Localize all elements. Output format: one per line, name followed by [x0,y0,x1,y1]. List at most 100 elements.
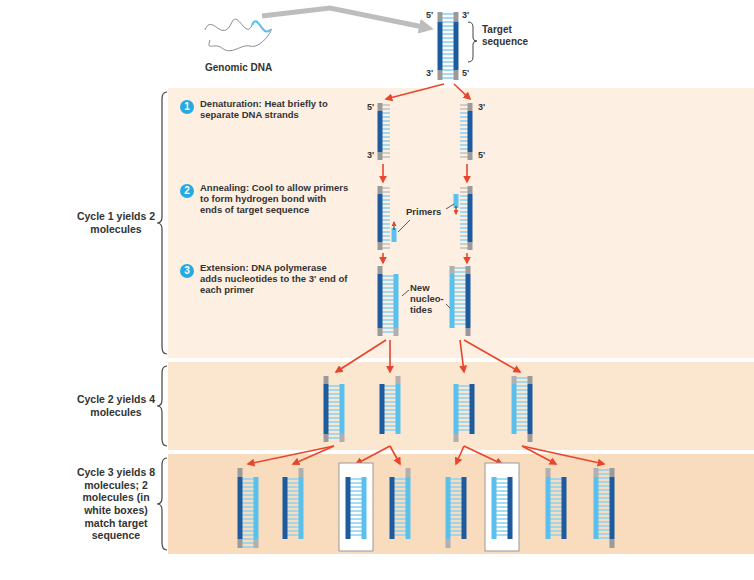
strand-end: 5' [462,68,469,78]
bracket [157,92,167,354]
base-pair [450,490,462,492]
dna-backbone [466,274,471,328]
base-pair [496,478,508,480]
base-pair [516,429,528,431]
cycle-band-ground [168,454,754,554]
base-pair [598,505,610,507]
dna-backbone [299,477,304,539]
base-pair [382,191,390,193]
base-pair [287,494,299,496]
base-pair [394,518,406,520]
dna-backbone [394,328,399,336]
base-pair [460,152,468,154]
flow-arrow [248,446,334,464]
base-pair [496,522,508,524]
base-pair [328,401,340,403]
base-pair [454,319,466,321]
base-pair [460,116,468,118]
base-pair [287,518,299,520]
flow-arrow [389,340,391,372]
base-pair [496,502,508,504]
dna-backbone [406,468,411,477]
base-pair [454,279,466,281]
base-pair [384,413,396,415]
annotation: Annealing: Cool to allow primers to form… [200,183,350,216]
strand-end: 5' [478,150,485,160]
base-pair [516,425,528,427]
base-pair [450,526,462,528]
base-pair [328,421,340,423]
flow-arrow [454,84,470,99]
base-pair [394,526,406,528]
base-pair [350,502,362,504]
dna-backbone [454,194,459,208]
base-pair [454,311,466,313]
base-pair [287,526,299,528]
flow-arrow [456,446,464,464]
base-pair [242,526,254,528]
base-pair [382,239,390,241]
base-pair [442,45,454,47]
dna-backbone [454,384,459,434]
base-pair [450,506,462,508]
flow-arrow [522,446,604,464]
base-pair [598,489,610,491]
base-pair [382,223,390,225]
base-pair [496,490,508,492]
dna-backbone [454,12,459,22]
base-pair [598,521,610,523]
flow-arrow [390,446,400,464]
dna-backbone [378,242,383,250]
base-pair [382,148,390,150]
base-pair [460,243,468,245]
dna-backbone [594,477,599,539]
dna-backbone [594,468,599,477]
base-pair [382,140,390,142]
base-pair [550,478,562,480]
dna-backbone [299,468,304,477]
base-pair [550,530,562,532]
base-pair [460,223,468,225]
base-pair [350,514,362,516]
base-pair [382,132,390,134]
base-pair [454,267,466,269]
flow-arrow [356,446,390,464]
dna-backbone [324,434,329,442]
base-pair [550,494,562,496]
annotation: Genomic DNA [205,62,285,74]
dna-backbone [468,242,473,250]
base-pair [460,191,468,193]
base-pair [287,502,299,504]
base-pair [460,120,468,122]
match-box [339,463,373,551]
base-pair [384,425,396,427]
strand-end: 3' [462,10,469,20]
base-pair [454,295,466,297]
base-pair [382,116,390,118]
dna-backbone [392,228,397,242]
flow-arrow [382,164,384,182]
flow-arrow [386,84,444,99]
base-pair [598,509,610,511]
base-pair [287,534,299,536]
base-pair [382,275,394,277]
dna-backbone [346,477,351,539]
dna-backbone [610,539,615,548]
dna-backbone [610,468,615,477]
base-pair [382,243,390,245]
base-pair [450,498,462,500]
dna-backbone [396,376,401,384]
flow-arrow [336,340,386,372]
base-pair [287,490,299,492]
dna-backbone [438,12,443,22]
dna-backbone [462,477,467,539]
base-pair [382,331,394,333]
base-pair [328,429,340,431]
base-pair [496,526,508,528]
base-pair [442,53,454,55]
base-pair [442,25,454,27]
base-pair [382,307,394,309]
base-pair [382,299,394,301]
dna-backbone [378,266,383,274]
dna-backbone [324,376,329,384]
